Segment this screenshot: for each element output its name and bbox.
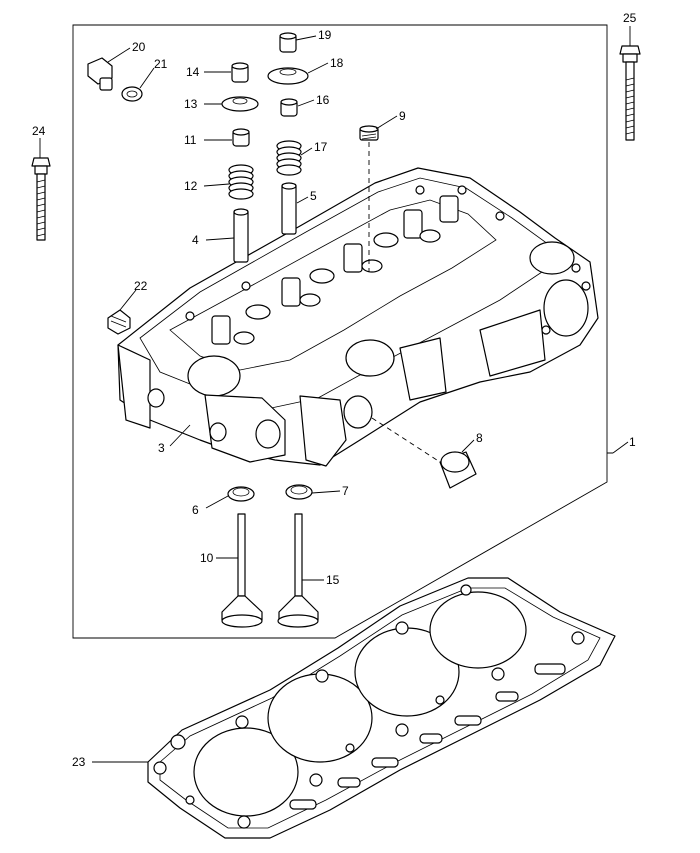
valve-guide-right bbox=[281, 182, 297, 235]
assembly-line-sleeve bbox=[371, 417, 441, 463]
head-gasket bbox=[147, 577, 616, 839]
assembly-frame bbox=[72, 24, 608, 639]
sealing-washer bbox=[121, 86, 143, 102]
callout-23: 23 bbox=[72, 755, 86, 769]
valve-seat-left bbox=[227, 486, 255, 502]
callout-5: 5 bbox=[310, 189, 317, 203]
callout-13: 13 bbox=[184, 97, 198, 111]
threaded-plug bbox=[359, 125, 379, 141]
valve-seat-right bbox=[285, 484, 313, 500]
callout-20: 20 bbox=[132, 40, 146, 54]
callout-25: 25 bbox=[623, 11, 637, 25]
callout-16: 16 bbox=[316, 93, 330, 107]
head-bolt-right bbox=[619, 45, 641, 141]
bore-sleeve bbox=[439, 451, 477, 489]
callout-3: 3 bbox=[158, 441, 165, 455]
callout-24: 24 bbox=[32, 124, 46, 138]
callout-19: 19 bbox=[318, 28, 332, 42]
callout-7: 7 bbox=[342, 484, 349, 498]
valve-spring-left bbox=[228, 164, 254, 200]
spring-retainer-right bbox=[267, 67, 309, 85]
leader-lines bbox=[39, 26, 631, 763]
valve-collet-right bbox=[279, 32, 297, 53]
callout-4: 4 bbox=[192, 233, 199, 247]
callout-18: 18 bbox=[330, 56, 344, 70]
callout-15: 15 bbox=[326, 573, 340, 587]
callout-12: 12 bbox=[184, 179, 198, 193]
drain-plug bbox=[87, 57, 113, 91]
callout-11: 11 bbox=[184, 133, 197, 147]
callout-14: 14 bbox=[186, 65, 200, 79]
spring-retainer-left bbox=[221, 96, 259, 112]
valve-guide-left bbox=[233, 208, 249, 263]
callout-10: 10 bbox=[200, 551, 214, 565]
valve-right bbox=[277, 513, 319, 628]
callout-17: 17 bbox=[314, 140, 328, 154]
callout-8: 8 bbox=[476, 431, 483, 445]
callout-9: 9 bbox=[399, 109, 406, 123]
valve-spring-right bbox=[276, 140, 302, 176]
cylinder-head bbox=[117, 167, 599, 467]
side-plug bbox=[107, 309, 131, 335]
valve-left bbox=[221, 513, 263, 628]
valve-collet-left bbox=[231, 62, 249, 83]
callout-21: 21 bbox=[154, 57, 168, 71]
callout-22: 22 bbox=[134, 279, 148, 293]
callout-1: 1 bbox=[629, 435, 636, 449]
valve-stem-seal-left bbox=[232, 128, 250, 147]
callout-6: 6 bbox=[192, 503, 199, 517]
head-bolt-left bbox=[31, 157, 51, 241]
valve-stem-seal-right bbox=[280, 98, 298, 117]
